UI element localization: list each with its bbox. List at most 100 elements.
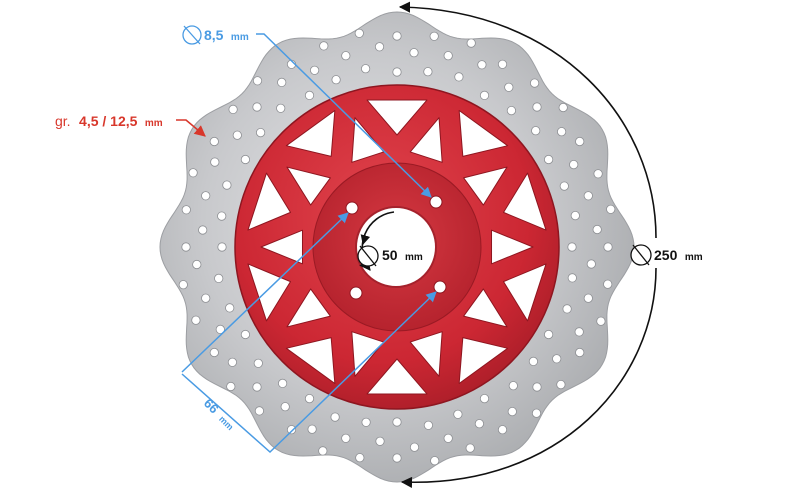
perforation-hole (181, 205, 191, 215)
perforation-hole (252, 102, 262, 112)
bolt-spacing-leader-upper (181, 212, 349, 373)
perforation-hole (507, 406, 517, 417)
perforation-hole (574, 327, 584, 337)
thickness-value: 4,5 / 12,5 (79, 113, 138, 129)
perforation-hole (529, 78, 540, 88)
perforation-hole (252, 382, 262, 392)
perforation-hole (318, 446, 328, 456)
perforation-hole (506, 106, 516, 116)
perforation-hole (603, 242, 613, 252)
perforation-hole (330, 412, 340, 422)
perforation-hole (583, 191, 593, 201)
perforation-hole (280, 402, 290, 412)
perforation-hole (575, 136, 585, 147)
hole-diameter-value: 8,5 (204, 27, 224, 43)
perforation-hole (603, 279, 613, 289)
perforation-hole (374, 42, 385, 52)
perforation-hole (217, 211, 227, 221)
perforation-hole (227, 357, 237, 367)
perforation-hole (575, 347, 585, 358)
perforation-hole (392, 453, 402, 463)
carrier-window (285, 337, 336, 385)
perforation-hole (443, 51, 453, 61)
perforation-hole (215, 324, 225, 334)
perforation-hole (558, 102, 568, 113)
carrier-window (458, 109, 509, 157)
perforation-hole (319, 41, 329, 51)
carrier-window (503, 263, 547, 322)
perforation-hole (255, 128, 266, 138)
perforation-hole (454, 72, 464, 82)
diameter-icon-slash (632, 244, 650, 266)
perforation-hole (188, 168, 198, 178)
perforation-hole (567, 242, 577, 252)
perforation-hole (392, 67, 402, 77)
carrier-window (366, 99, 428, 136)
perforation-hole (225, 303, 235, 313)
perforation-hole (355, 453, 365, 463)
perforation-hole (479, 393, 490, 404)
perforation-hole (593, 169, 603, 179)
perforation-hole (429, 31, 439, 41)
perforation-hole (252, 76, 263, 86)
carrier-window (503, 172, 547, 231)
perforation-hole (201, 191, 211, 201)
bore-diameter-unit: mm (405, 252, 423, 263)
perforation-hole (543, 329, 554, 340)
perforation-hole (375, 436, 385, 446)
perforation-hole (569, 160, 579, 170)
perforation-hole (596, 316, 606, 326)
perforation-hole (453, 409, 463, 419)
svg-text:8,5 mm: 8,5 mm (204, 27, 249, 44)
perforation-hole (586, 259, 596, 269)
diameter-icon-slash (359, 245, 377, 267)
perforation-hole (583, 293, 593, 303)
perforation-hole (508, 381, 518, 391)
perforation-hole (191, 315, 201, 325)
perforation-hole (209, 347, 219, 358)
perforation-hole (361, 417, 371, 427)
carrier-window (463, 288, 508, 328)
perforation-hole (210, 157, 220, 167)
carrier-window (351, 117, 385, 163)
bore-diameter-value: 50 (382, 247, 398, 263)
mounting-hole (345, 201, 359, 215)
perforation-hole (341, 51, 351, 61)
svg-text:50 mm: 50 mm (382, 247, 423, 264)
perforation-hole (497, 59, 508, 69)
perforation-hole (276, 103, 286, 113)
perforation-hole (543, 154, 554, 165)
carrier-window (285, 109, 336, 157)
perforation-hole (392, 417, 402, 427)
perforation-hole (254, 406, 264, 416)
bolt-spacing-unit: mm (217, 414, 235, 432)
disc-perforation-holes (178, 28, 616, 466)
perforation-hole (341, 433, 351, 443)
perforation-hole (409, 442, 420, 452)
perforation-hole (567, 273, 577, 283)
perforation-hole (277, 378, 288, 388)
carrier-window (286, 166, 331, 206)
perforation-hole (354, 28, 364, 38)
perforation-hole (531, 408, 542, 418)
perforation-hole (477, 60, 487, 70)
perforation-hole (430, 456, 440, 466)
carrier-window (247, 172, 291, 231)
perforation-hole (532, 382, 542, 392)
svg-text:gr. 4,5 / 12,5 mm: gr. 4,5 / 12,5 mm (55, 113, 163, 130)
perforation-hole (201, 293, 211, 303)
perforation-hole (562, 304, 572, 314)
hole-diameter-leader (256, 33, 432, 198)
perforation-hole (409, 48, 419, 58)
mounting-hole (433, 280, 447, 294)
svg-text:250 mm: 250 mm (654, 247, 703, 264)
perforation-hole (304, 393, 315, 404)
perforation-hole (531, 126, 541, 136)
perforation-hole (423, 67, 433, 77)
bore-diameter-annotation: 50 mm (357, 211, 423, 271)
perforation-hole (228, 104, 238, 115)
bore-arc-right (360, 234, 371, 245)
svg-text:66 mm: 66 mm (200, 395, 239, 434)
perforation-hole (443, 433, 453, 443)
perforation-hole (552, 354, 562, 364)
